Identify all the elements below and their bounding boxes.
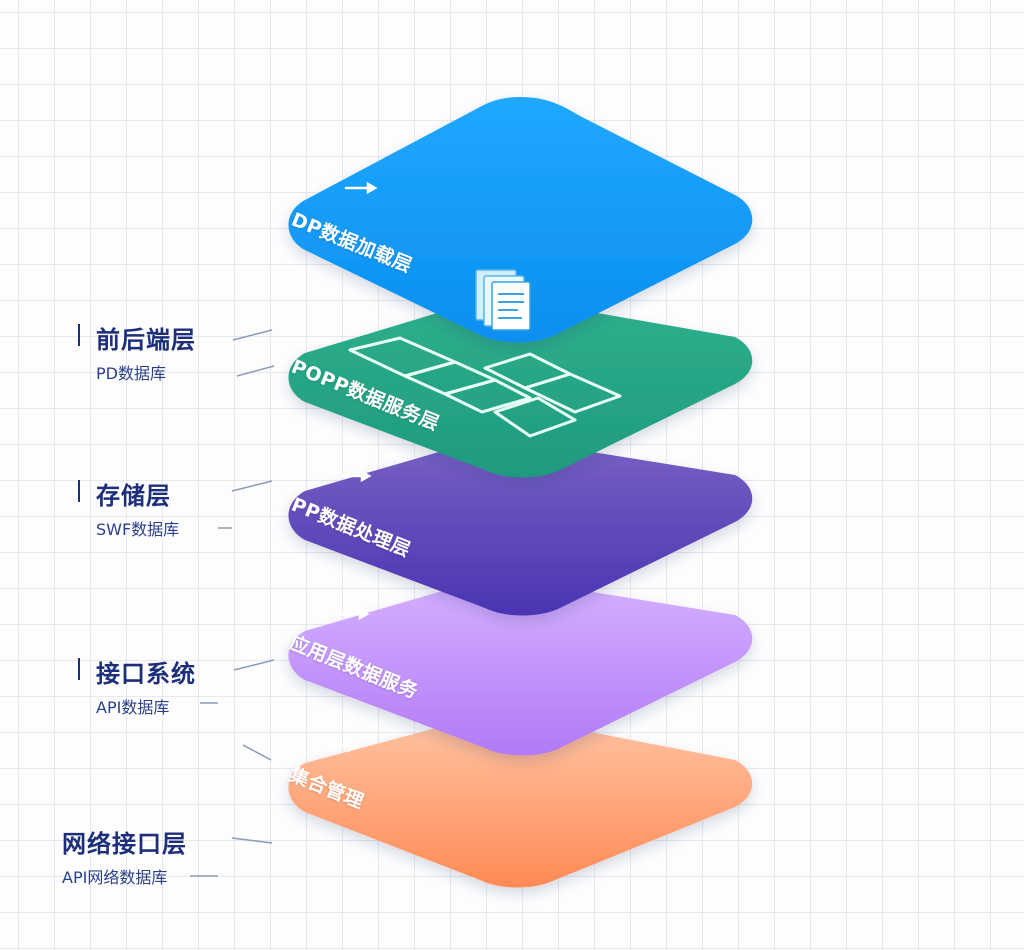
annotation-subtitle: SWF数据库 [96, 520, 180, 539]
annotation-title: 前后端层 [96, 326, 196, 354]
arrow-icon [344, 181, 378, 195]
connector-lines [190, 329, 275, 877]
annotation-subtitle: API数据库 [96, 698, 170, 717]
annotation-subtitle: API网络数据库 [62, 868, 168, 887]
document-icon [475, 269, 531, 331]
arrow-icon [339, 607, 370, 621]
annotation-subtitle: PD数据库 [96, 364, 166, 383]
layer-bottom [288, 708, 753, 888]
grid-icon [348, 336, 622, 438]
annotation-title: 网络接口层 [62, 830, 187, 858]
arrow-icon [328, 739, 360, 753]
layer-fourth [288, 572, 753, 756]
arrow-icon [341, 469, 372, 483]
label-marker [78, 480, 80, 502]
label-marker [78, 324, 80, 346]
layer-top [288, 97, 753, 343]
layer-third [288, 432, 753, 616]
annotation-title: 接口系统 [96, 660, 196, 688]
annotation-title: 存储层 [96, 482, 171, 510]
label-marker [78, 658, 80, 680]
